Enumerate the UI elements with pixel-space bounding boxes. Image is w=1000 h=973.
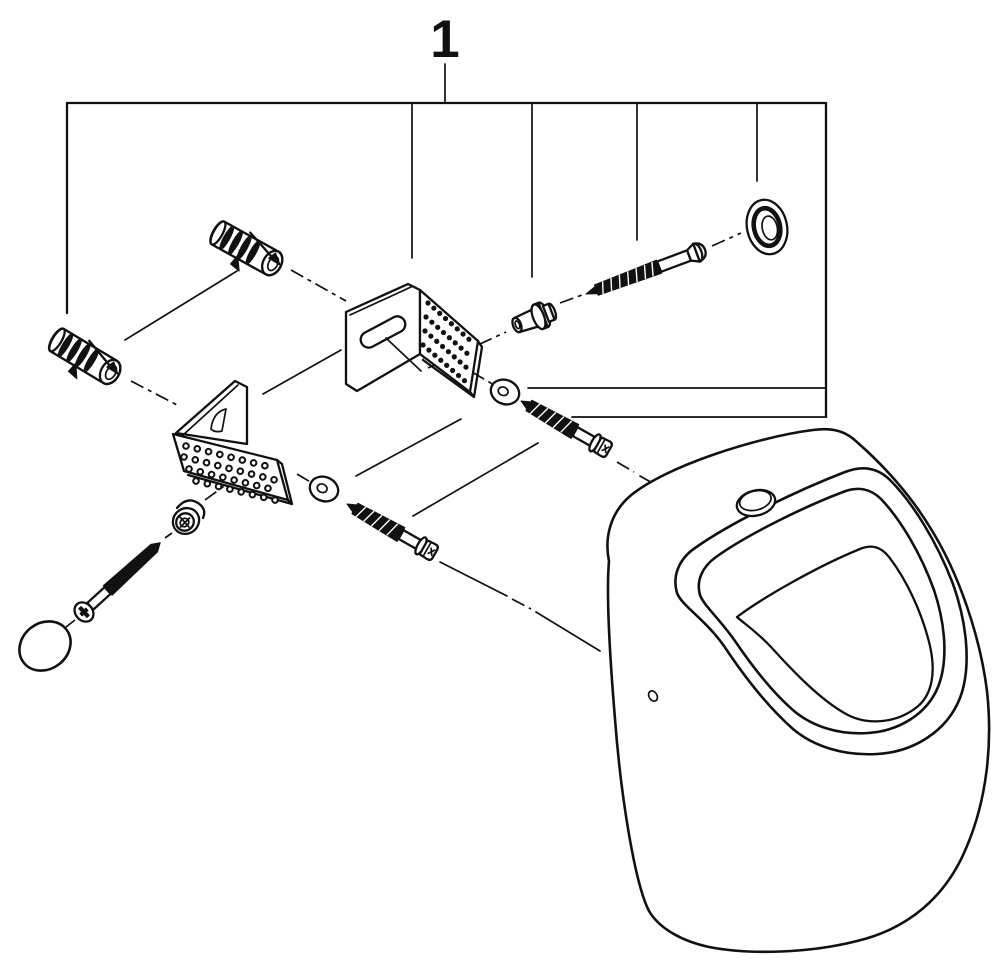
bracket-gusset	[174, 379, 249, 446]
axis-plug2-bracket2	[130, 380, 180, 407]
sealing-ring	[745, 198, 789, 256]
plug-rib	[66, 338, 82, 363]
axis-screw-seat	[164, 532, 173, 539]
flanged-bushing	[511, 301, 558, 334]
axis-screw2-solid-b	[535, 611, 601, 652]
phillips-cross-icon	[78, 605, 90, 619]
axis-screw1-urinal	[616, 461, 635, 473]
hex-screw-upper	[520, 399, 613, 459]
perforation-row	[194, 479, 285, 504]
bracket-slot	[359, 315, 407, 349]
plug-fin	[67, 362, 78, 380]
insertion-arrow-icon	[88, 339, 119, 375]
leader-line	[262, 349, 342, 395]
countersunk-screw	[73, 542, 161, 623]
flat-washer-lower	[308, 475, 340, 503]
bracket-slot-shadow	[385, 337, 422, 372]
urinal-bowl	[606, 427, 991, 954]
bracket-edge	[181, 384, 239, 437]
round-head-screw	[585, 242, 707, 296]
plug-rib	[57, 333, 74, 358]
perforation-row	[425, 300, 475, 345]
urinal-outline	[606, 427, 991, 954]
urinal-rim-inner	[697, 487, 946, 735]
perforation-row	[422, 328, 471, 372]
axis-bushing-screw	[559, 294, 583, 304]
bracket-thickness	[421, 339, 484, 399]
axis-screw2-dash	[511, 598, 532, 610]
screw-shank	[655, 249, 693, 273]
axis-plug1-bracket1	[290, 269, 347, 302]
urinal-basin-edge	[735, 545, 934, 723]
perforation-row	[182, 455, 277, 482]
callout-number: 1	[430, 10, 459, 69]
axis-seat-bracket2	[204, 483, 228, 501]
plug-rib	[245, 240, 261, 265]
angle-bracket-lower	[171, 379, 294, 506]
plug-fin	[230, 254, 240, 272]
bracket-slot	[210, 408, 227, 433]
bushing-flange	[530, 303, 547, 331]
axis-bracket2-washer2	[296, 473, 313, 484]
axis-screw-ring	[711, 232, 742, 247]
cover-cap	[18, 620, 72, 672]
urinal-inlet-hole	[735, 488, 777, 518]
plug-rib	[83, 348, 100, 373]
screw-seat	[171, 499, 206, 536]
perforation-row	[187, 467, 281, 493]
perforation-row	[182, 442, 274, 471]
perforation-row	[420, 342, 469, 385]
leader-lines	[124, 270, 539, 517]
angle-bracket-upper	[344, 282, 484, 399]
plug-rib	[228, 230, 243, 255]
urinal-fixing-hole	[647, 689, 659, 703]
perforation-row	[423, 314, 473, 359]
leader-line	[355, 418, 462, 477]
screw-thread	[351, 502, 406, 542]
leader-line	[124, 270, 238, 341]
hex-screw-lower	[346, 502, 439, 562]
bracket-edge	[349, 286, 412, 316]
axis-cap-screw	[65, 619, 76, 628]
urinal-rim-outer	[674, 466, 968, 756]
dimension-frame: 1	[65, 10, 828, 419]
insertion-arrow-icon	[249, 231, 281, 266]
axis-bracket1-washer1	[471, 371, 495, 386]
wall-plug-lower	[47, 327, 122, 386]
flat-washer-upper	[489, 378, 521, 406]
leader-line	[412, 442, 539, 517]
axis-screw2-solid-a	[439, 561, 508, 597]
screw-thread	[102, 542, 161, 596]
screw-thread	[525, 399, 580, 439]
plug-rib	[219, 225, 235, 250]
wall-plug-upper	[209, 220, 284, 277]
